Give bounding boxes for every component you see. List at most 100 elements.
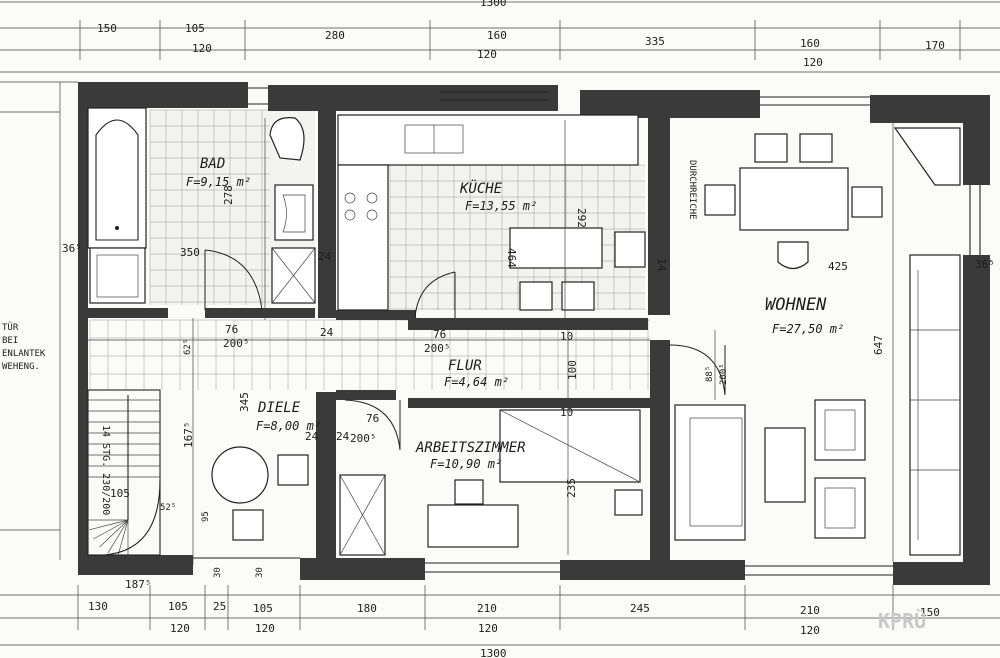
room-name-kueche: KÜCHE: [459, 179, 503, 197]
left-note-1: TÜR: [2, 322, 19, 333]
room-area-kueche: F=13,55 m²: [465, 199, 537, 213]
dim-door-200-c: 200⁵: [350, 432, 377, 445]
dim-top-5: 335: [645, 35, 665, 48]
kitchen-door-swing: [414, 271, 456, 319]
dim-d-62: 62⁵: [183, 339, 193, 355]
dim-door-76-a: 76: [225, 323, 238, 336]
kitchen-counter: [337, 114, 639, 311]
dim-arb-h: 235: [565, 478, 578, 498]
dim-bottom-5: 180: [357, 602, 377, 615]
kitchen-table: [509, 227, 646, 311]
dim-kueche-w: 464: [505, 248, 518, 268]
dim-d-30b: 30: [255, 567, 265, 578]
dim-d-200: 200⁵: [719, 363, 729, 385]
wall-cabinet-wohnen: [909, 254, 961, 556]
dim-door-200-a: 200⁵: [223, 337, 250, 350]
dim-bottom-2: 105: [168, 600, 188, 613]
dim-wall-24-a: 24: [318, 250, 332, 263]
round-table: [211, 446, 269, 504]
room-area-arbeitszimmer: F=10,90 m²: [430, 457, 502, 471]
dim-top-sub-3: 120: [803, 56, 823, 69]
dim-bad-h: 278: [222, 185, 235, 205]
dim-top-sub-2: 120: [477, 48, 497, 61]
room-area-flur: F=4,64 m²: [444, 375, 509, 389]
watermark: KPRÜ: [878, 609, 926, 633]
dim-d-88: 88⁵: [705, 366, 715, 382]
dim-bottom-6: 210: [477, 602, 497, 615]
dim-top-sub-1: 120: [192, 42, 212, 55]
dim-bottom-total: 1300: [480, 647, 507, 658]
room-area-bad: F=9,15 m²: [186, 175, 251, 189]
bottom-dimension-lines: [0, 585, 1000, 646]
dim-wall-24-b: 24: [320, 326, 334, 339]
dim-top-7: 170: [925, 39, 945, 52]
dim-bottom-sub-3: 120: [478, 622, 498, 635]
dim-bottom-7: 245: [630, 602, 650, 615]
dim-bottom-4: 105: [253, 602, 273, 615]
dim-door-76-c: 76: [366, 412, 379, 425]
staircase: [87, 389, 161, 558]
bath-door-swing: [204, 249, 263, 311]
bathtub: [87, 107, 147, 249]
desk-arbeitszimmer: [427, 479, 519, 548]
washbasin: [274, 184, 314, 241]
dim-top-6: 160: [800, 37, 820, 50]
dim-wohnen-h: 647: [872, 335, 885, 355]
dim-d-52: 52⁵: [160, 503, 176, 513]
left-note-4: WEHENG.: [2, 362, 40, 372]
sofa: [674, 404, 746, 541]
dim-bottom-sub-4: 120: [800, 624, 820, 637]
wardrobe-arbeitszimmer: [339, 474, 386, 556]
dim-wall-36-right: 36⁵: [975, 258, 995, 271]
room-name-wohnen: WOHNEN: [765, 295, 827, 315]
dim-door-76-b: 76: [433, 328, 446, 341]
diele-chair-2: [232, 509, 264, 541]
left-note-3: ENLANTEK: [2, 349, 46, 359]
shower: [271, 247, 316, 304]
dim-kueche-h: 292: [575, 208, 588, 228]
left-note-2: BEI: [2, 336, 18, 346]
dim-wall-24-c: 24: [336, 430, 350, 443]
dim-flur-h: 100: [566, 360, 579, 380]
corner-shelf: [893, 127, 961, 186]
room-name-arbeitszimmer: ARBEITSZIMMER: [415, 440, 526, 456]
dim-bottom-1: 130: [88, 600, 108, 613]
dim-d-30a: 30: [213, 567, 223, 578]
diele-chair-1: [277, 454, 309, 486]
dim-wall-14: 14: [655, 258, 668, 272]
dim-wohnen-w: 425: [828, 260, 848, 273]
dim-door-200-b: 200⁵: [424, 342, 451, 355]
dim-bottom-8: 210: [800, 604, 820, 617]
dim-bottom-sub-1: 120: [170, 622, 190, 635]
dim-bottom-3: 25: [213, 600, 226, 613]
dim-top-2: 105: [185, 22, 205, 35]
room-name-bad: BAD: [200, 156, 225, 172]
dim-bad-w: 350: [180, 246, 200, 259]
room-area-diele: F=8,00 m²: [256, 419, 321, 433]
dim-d-95: 95: [201, 511, 211, 522]
dim-top-4: 160: [487, 29, 507, 42]
dim-diele-w: 167⁵: [182, 422, 195, 449]
dim-bottom-stair: 187⁵: [125, 578, 152, 591]
left-strip: [0, 81, 78, 560]
dim-wall-10-a: 10: [560, 330, 573, 343]
coffee-table: [764, 427, 806, 503]
windows: [193, 87, 981, 576]
stair-label: 14 STG. 230/200: [100, 425, 111, 515]
dim-diele-h: 345: [238, 392, 251, 412]
armchairs: [814, 399, 866, 539]
arb-door-swing: [344, 399, 401, 451]
dim-bottom-sub-2: 120: [255, 622, 275, 635]
flur-floor: [89, 319, 650, 390]
dim-top-3: 280: [325, 29, 345, 42]
dim-d-105: 105: [110, 487, 130, 500]
interior-guide-lines: [88, 118, 894, 565]
walls: [78, 82, 990, 585]
dim-wall-24-d: 24: [305, 430, 319, 443]
dim-top-total: 1300: [480, 0, 507, 9]
toilet: [269, 117, 305, 161]
dim-wall-36-left: 36⁵: [62, 242, 82, 255]
room-name-flur: FLUR: [448, 358, 482, 374]
bath-cabinet: [89, 247, 146, 304]
top-dimension-lines: [0, 1, 1000, 73]
